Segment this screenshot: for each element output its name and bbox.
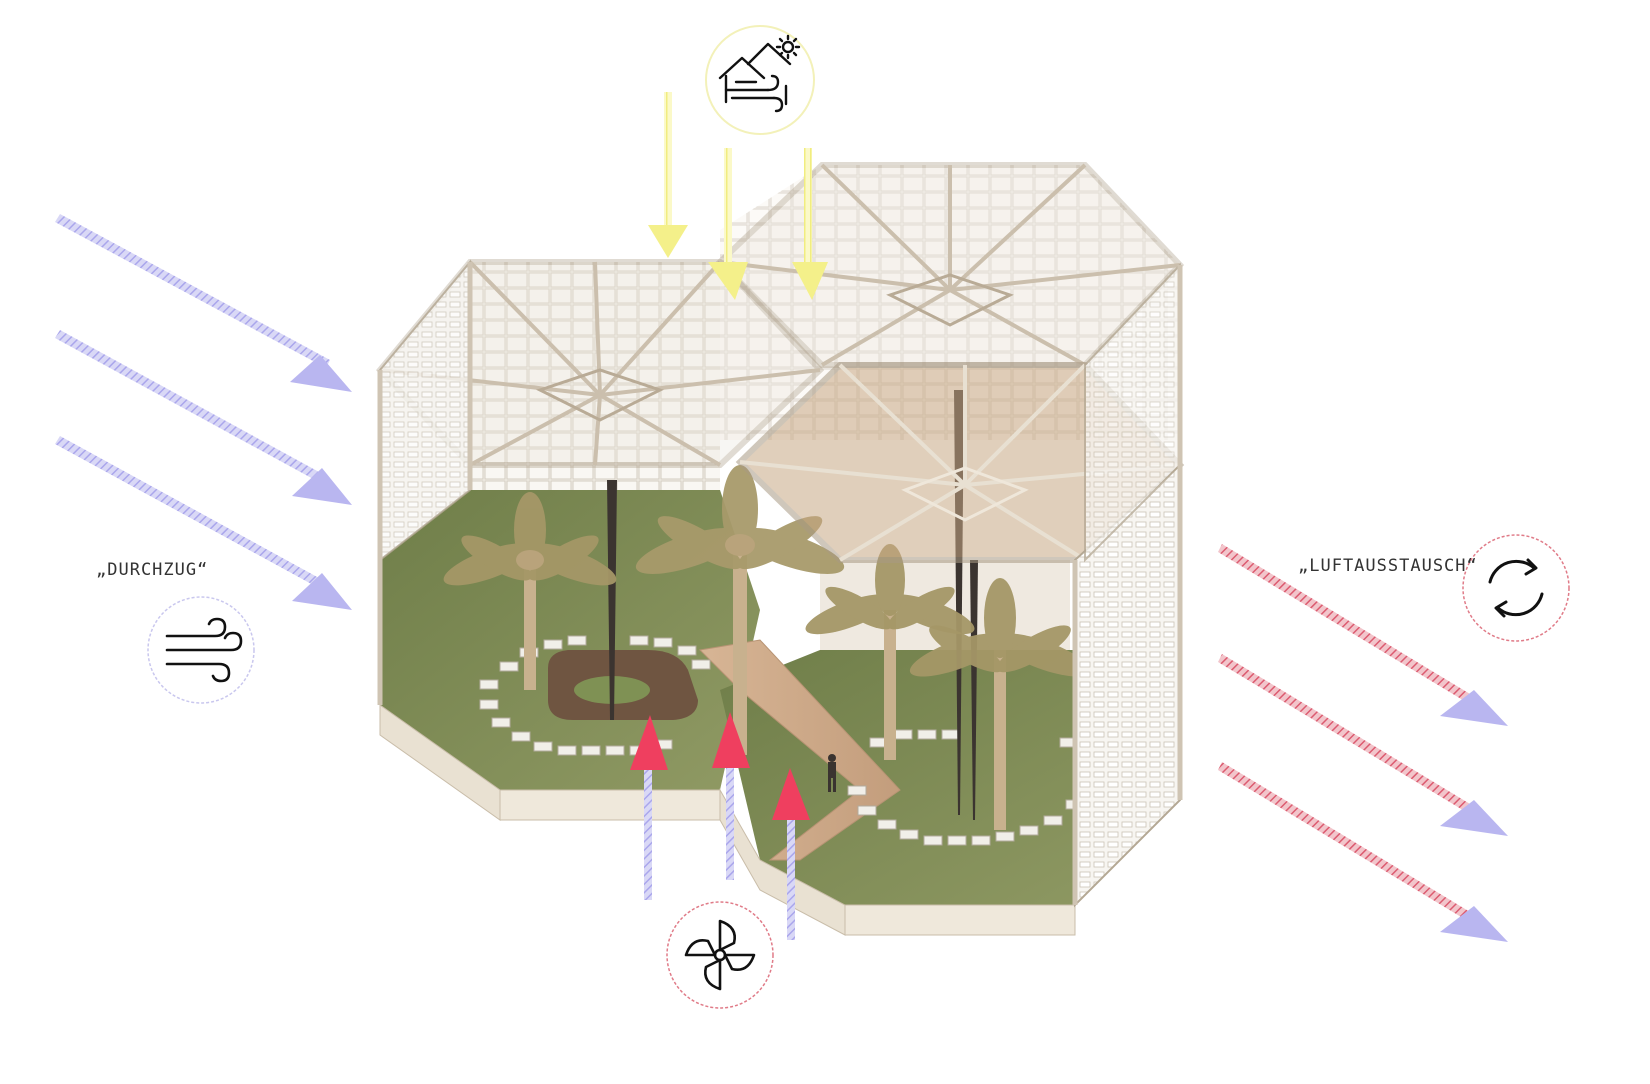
wind-icon [148, 597, 254, 703]
wind-arrows [55, 214, 352, 610]
exchange-arrows [1218, 544, 1508, 942]
fan-icon [667, 902, 773, 1008]
roof-top-right [720, 165, 1180, 365]
durchzug-label: „DURCHZUG“ [96, 560, 208, 580]
luftaustausch-label: „LUFTAUSSTAUSCH“ [1298, 556, 1478, 576]
circular-arrows-icon [1463, 535, 1569, 641]
house-sun-wind-icon [706, 26, 814, 134]
